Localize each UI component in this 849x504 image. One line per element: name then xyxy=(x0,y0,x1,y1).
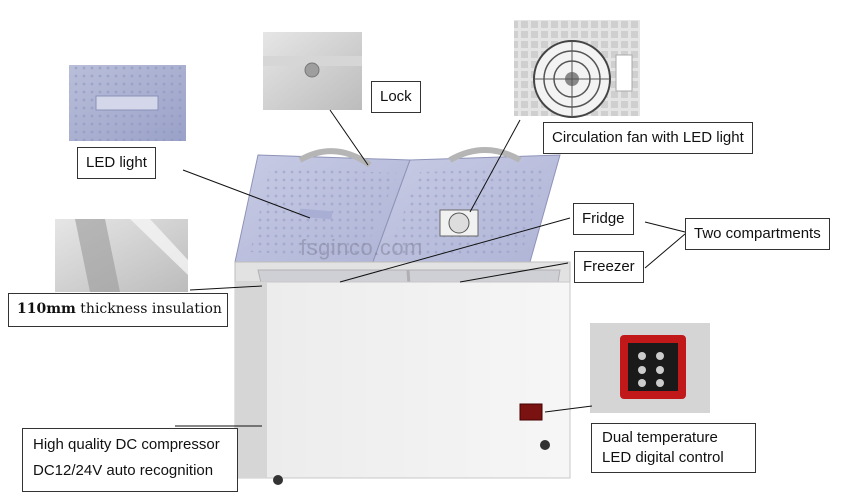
compressor-line-2: DC12/24V auto recognition xyxy=(33,462,214,479)
insulation-value: 110mm xyxy=(17,301,76,317)
left-lid xyxy=(234,148,411,271)
led-light-label: LED light xyxy=(77,147,156,179)
cabinet xyxy=(234,261,571,485)
compressor-label: High quality DC compressor DC12/24V auto… xyxy=(22,428,238,492)
watermark: fsginco.com xyxy=(300,235,423,260)
insulation-photo xyxy=(55,219,188,292)
fan-label: Circulation fan with LED light xyxy=(543,122,753,154)
leader-lines xyxy=(175,109,686,427)
insulation-text: thickness insulation xyxy=(75,301,222,317)
fridge-label: Fridge xyxy=(573,203,634,235)
fan-icon xyxy=(448,212,470,234)
left-lid-handle xyxy=(298,148,372,168)
lock-label: Lock xyxy=(371,81,421,113)
control-line-1: Dual temperature xyxy=(602,429,718,446)
control-line-2: LED digital control xyxy=(602,449,724,466)
control-panel-small xyxy=(519,403,543,421)
two-compartments-label: Two compartments xyxy=(685,218,830,250)
control-label: Dual temperature LED digital control xyxy=(591,423,756,473)
insulation-label: 110mm thickness insulation xyxy=(8,293,228,327)
compressor-line-1: High quality DC compressor xyxy=(33,436,220,453)
freezer-label: Freezer xyxy=(574,251,644,283)
right-lid-handle xyxy=(448,147,522,163)
